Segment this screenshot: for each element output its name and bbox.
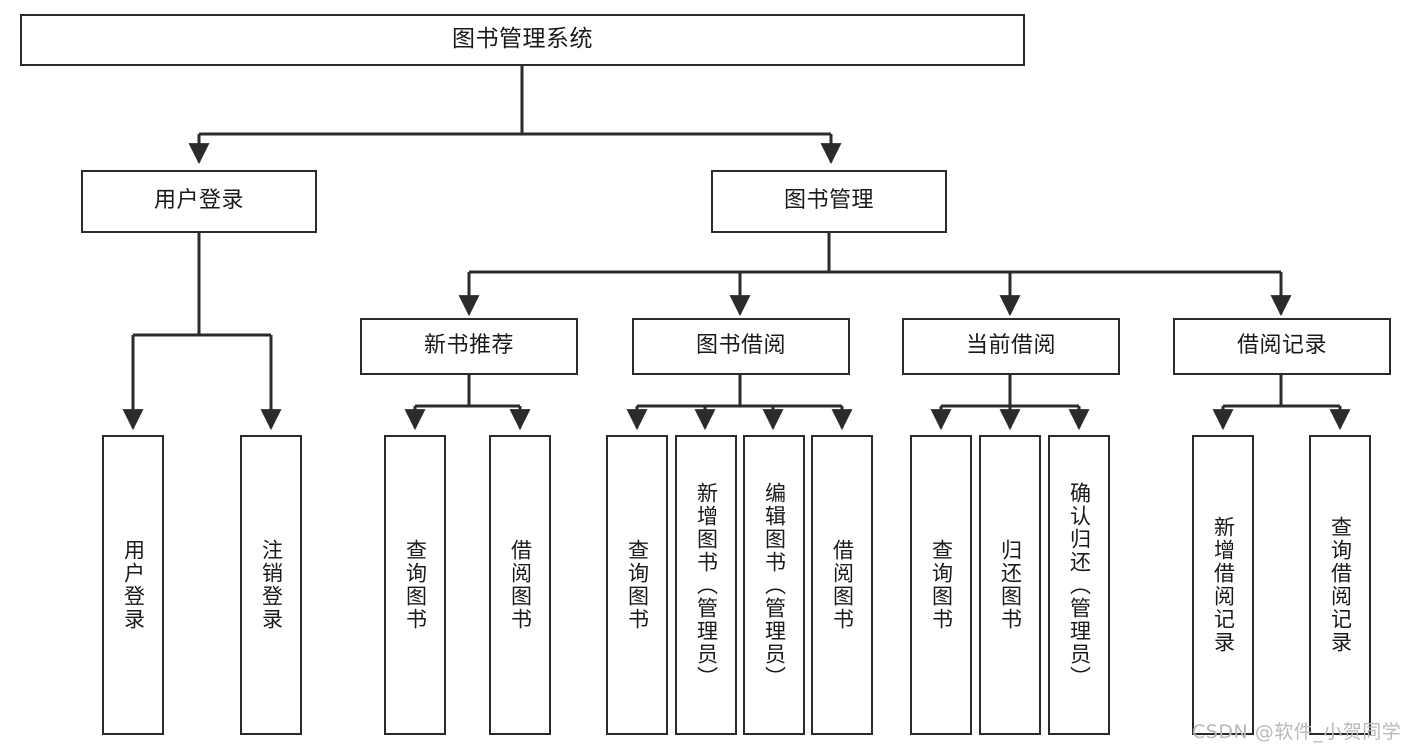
node-current-borrow[interactable]: 当前借阅 — [902, 318, 1120, 375]
node-label: 图书管理系统 — [452, 26, 593, 53]
node-leaf-borrow-book-1[interactable]: 借阅图书 — [489, 435, 551, 735]
node-label: 查询借阅记录 — [1328, 516, 1353, 654]
node-label: 新增图书（管理员） — [694, 481, 719, 689]
node-new-book-recommend[interactable]: 新书推荐 — [360, 318, 578, 375]
node-label: 查询图书 — [625, 539, 650, 631]
node-book-borrow[interactable]: 图书借阅 — [632, 318, 850, 375]
node-leaf-borrow-book-2[interactable]: 借阅图书 — [811, 435, 873, 735]
node-root-book-management-system[interactable]: 图书管理系统 — [20, 14, 1025, 66]
node-label: 用户登录 — [153, 188, 244, 214]
node-leaf-query-record[interactable]: 查询借阅记录 — [1309, 435, 1371, 735]
node-label: 借阅图书 — [830, 539, 855, 631]
node-label: 图书管理 — [783, 188, 874, 214]
node-label: 查询图书 — [929, 539, 954, 631]
node-label: 当前借阅 — [965, 333, 1056, 359]
node-leaf-confirm-return[interactable]: 确认归还（管理员） — [1048, 435, 1110, 735]
node-label: 新书推荐 — [423, 333, 514, 359]
node-book-management[interactable]: 图书管理 — [711, 170, 947, 233]
node-label: 确认归还（管理员） — [1067, 481, 1092, 689]
node-leaf-user-login[interactable]: 用户登录 — [102, 435, 164, 735]
node-leaf-edit-book[interactable]: 编辑图书（管理员） — [743, 435, 805, 735]
node-borrow-record[interactable]: 借阅记录 — [1173, 318, 1391, 375]
node-leaf-query-book-2[interactable]: 查询图书 — [606, 435, 668, 735]
node-leaf-query-book-1[interactable]: 查询图书 — [384, 435, 446, 735]
node-label: 归还图书 — [998, 539, 1023, 631]
node-label: 新增借阅记录 — [1211, 516, 1236, 654]
node-label: 用户登录 — [121, 539, 146, 631]
node-label: 查询图书 — [403, 539, 428, 631]
node-label: 借阅记录 — [1236, 333, 1327, 359]
node-label: 编辑图书（管理员） — [762, 481, 787, 689]
node-leaf-query-book-3[interactable]: 查询图书 — [910, 435, 972, 735]
node-label: 图书借阅 — [695, 333, 786, 359]
node-label: 注销登录 — [259, 539, 284, 631]
csdn-watermark: CSDN @软件_小贺同学 — [1192, 721, 1402, 743]
node-leaf-user-logout[interactable]: 注销登录 — [240, 435, 302, 735]
node-user-login[interactable]: 用户登录 — [81, 170, 317, 233]
node-leaf-add-book[interactable]: 新增图书（管理员） — [675, 435, 737, 735]
node-leaf-add-record[interactable]: 新增借阅记录 — [1192, 435, 1254, 735]
node-label: 借阅图书 — [508, 539, 533, 631]
node-leaf-return-book[interactable]: 归还图书 — [979, 435, 1041, 735]
